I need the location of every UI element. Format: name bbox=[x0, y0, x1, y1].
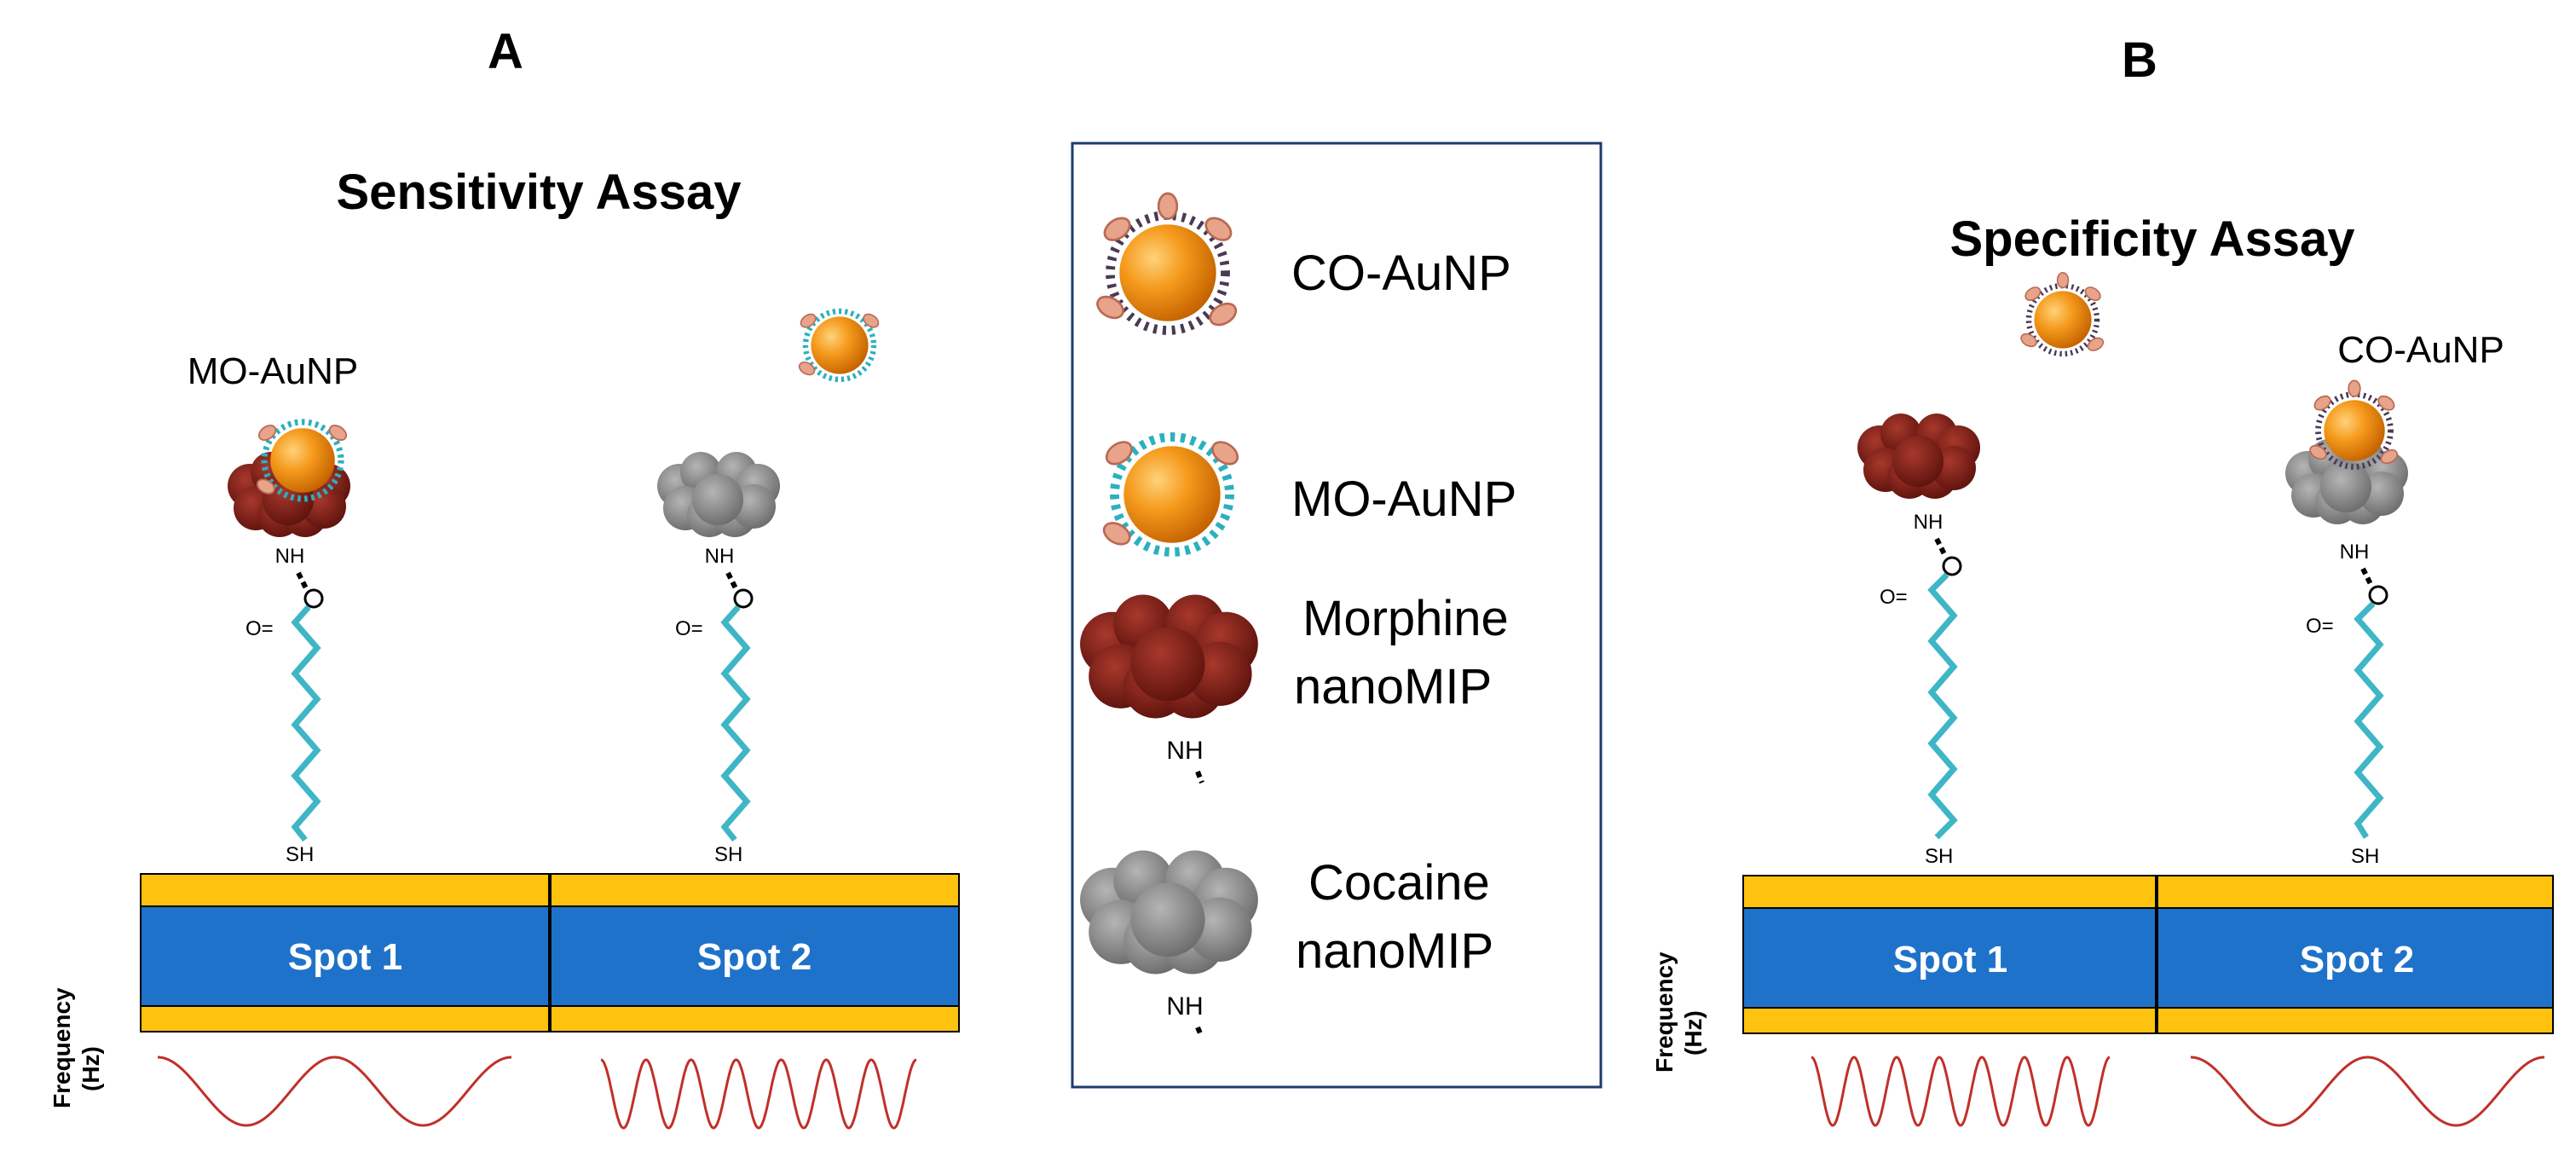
sh-label: SH bbox=[714, 843, 742, 866]
gold-layer-top bbox=[1742, 875, 2554, 909]
legend-morphine-line1: Morphine bbox=[1302, 591, 1509, 646]
oxygen-atom bbox=[733, 588, 754, 609]
panel-b-title: Specificity Assay bbox=[1950, 211, 2355, 267]
panel-a-title: Sensitivity Assay bbox=[337, 165, 742, 220]
spot-1-label: Spot 1 bbox=[288, 936, 402, 978]
morphine-nanomip-icon bbox=[1857, 414, 1980, 499]
linker-b1: NH O= SH bbox=[1880, 511, 1962, 868]
sensor-chip-b: Spot 1 Spot 2 bbox=[1742, 875, 2554, 1034]
co-aunp-free-icon bbox=[2019, 273, 2105, 354]
panel-a-np-label: MO-AuNP bbox=[188, 350, 358, 392]
sh-label: SH bbox=[2351, 845, 2379, 868]
nh-label: NH bbox=[705, 545, 735, 568]
frequency-wave-high bbox=[1811, 1056, 2111, 1127]
hz-label: (Hz) bbox=[78, 1046, 104, 1091]
linker-a1: NH O= SH bbox=[245, 545, 324, 866]
frequency-wave-low bbox=[2191, 1056, 2544, 1127]
morphine-nanomip-icon bbox=[1080, 594, 1258, 719]
frequency-label: Frequency bbox=[1651, 951, 1678, 1073]
linker-a2: NH O= SH bbox=[675, 545, 754, 866]
legend-mo-aunp: MO-AuNP bbox=[1291, 471, 1516, 527]
legend-co-aunp: CO-AuNP bbox=[1291, 246, 1511, 301]
spot-2-label: Spot 2 bbox=[2300, 939, 2414, 980]
oxygen-atom bbox=[2368, 585, 2388, 605]
cocaine-nanomip-icon bbox=[657, 452, 780, 537]
nh-label: NH bbox=[1914, 511, 1944, 534]
nh-label: NH bbox=[2340, 541, 2370, 564]
frequency-axis-label-a: Frequency (Hz) bbox=[49, 987, 104, 1108]
legend-morphine-line2: nanoMIP bbox=[1294, 659, 1492, 714]
panel-b-letter: B bbox=[2122, 32, 2157, 88]
frequency-axis-label-b: Frequency (Hz) bbox=[1651, 951, 1707, 1073]
frequency-wave-high bbox=[600, 1058, 917, 1130]
carbonyl-label: O= bbox=[1880, 586, 1908, 609]
hz-label: (Hz) bbox=[1680, 1010, 1707, 1056]
spot-2-label: Spot 2 bbox=[697, 936, 811, 978]
legend-cocaine-line2: nanoMIP bbox=[1296, 923, 1493, 979]
panel-a-letter: A bbox=[488, 24, 523, 79]
oxygen-atom bbox=[303, 588, 324, 609]
legend-cocaine-line1: Cocaine bbox=[1308, 855, 1490, 911]
panel-a: A Sensitivity Assay MO-AuNP NH O= SH NH … bbox=[49, 24, 960, 1130]
carbonyl-label: O= bbox=[245, 617, 274, 640]
sh-label: SH bbox=[1925, 845, 1953, 868]
panel-b-np-label: CO-AuNP bbox=[2337, 329, 2504, 371]
carbonyl-label: O= bbox=[675, 617, 703, 640]
gold-layer-bottom bbox=[1742, 1007, 2554, 1034]
sh-label: SH bbox=[286, 843, 314, 866]
linker-b2: NH O= SH bbox=[2306, 541, 2388, 868]
panel-b: B Specificity Assay CO-AuNP NH O= SH NH … bbox=[1651, 32, 2554, 1127]
nh-label: NH bbox=[1166, 737, 1203, 765]
carbonyl-label: O= bbox=[2306, 615, 2334, 638]
co-aunp-bound-icon bbox=[2307, 380, 2400, 466]
cocaine-nanomip-icon bbox=[1080, 850, 1258, 975]
legend-box: CO-AuNP MO-AuNP NH Morphine nanoMIP NH C… bbox=[1071, 142, 1603, 1089]
frequency-label: Frequency bbox=[49, 987, 75, 1108]
sensor-chip-a: Spot 1 Spot 2 bbox=[140, 873, 960, 1032]
oxygen-atom bbox=[1942, 556, 1962, 576]
spot-1-label: Spot 1 bbox=[1893, 939, 2007, 980]
nh-label: NH bbox=[275, 545, 305, 568]
nh-label: NH bbox=[1166, 992, 1203, 1021]
mo-aunp-free-icon bbox=[797, 311, 881, 379]
frequency-wave-low bbox=[158, 1056, 511, 1127]
substrate-layer bbox=[1742, 907, 2554, 1009]
